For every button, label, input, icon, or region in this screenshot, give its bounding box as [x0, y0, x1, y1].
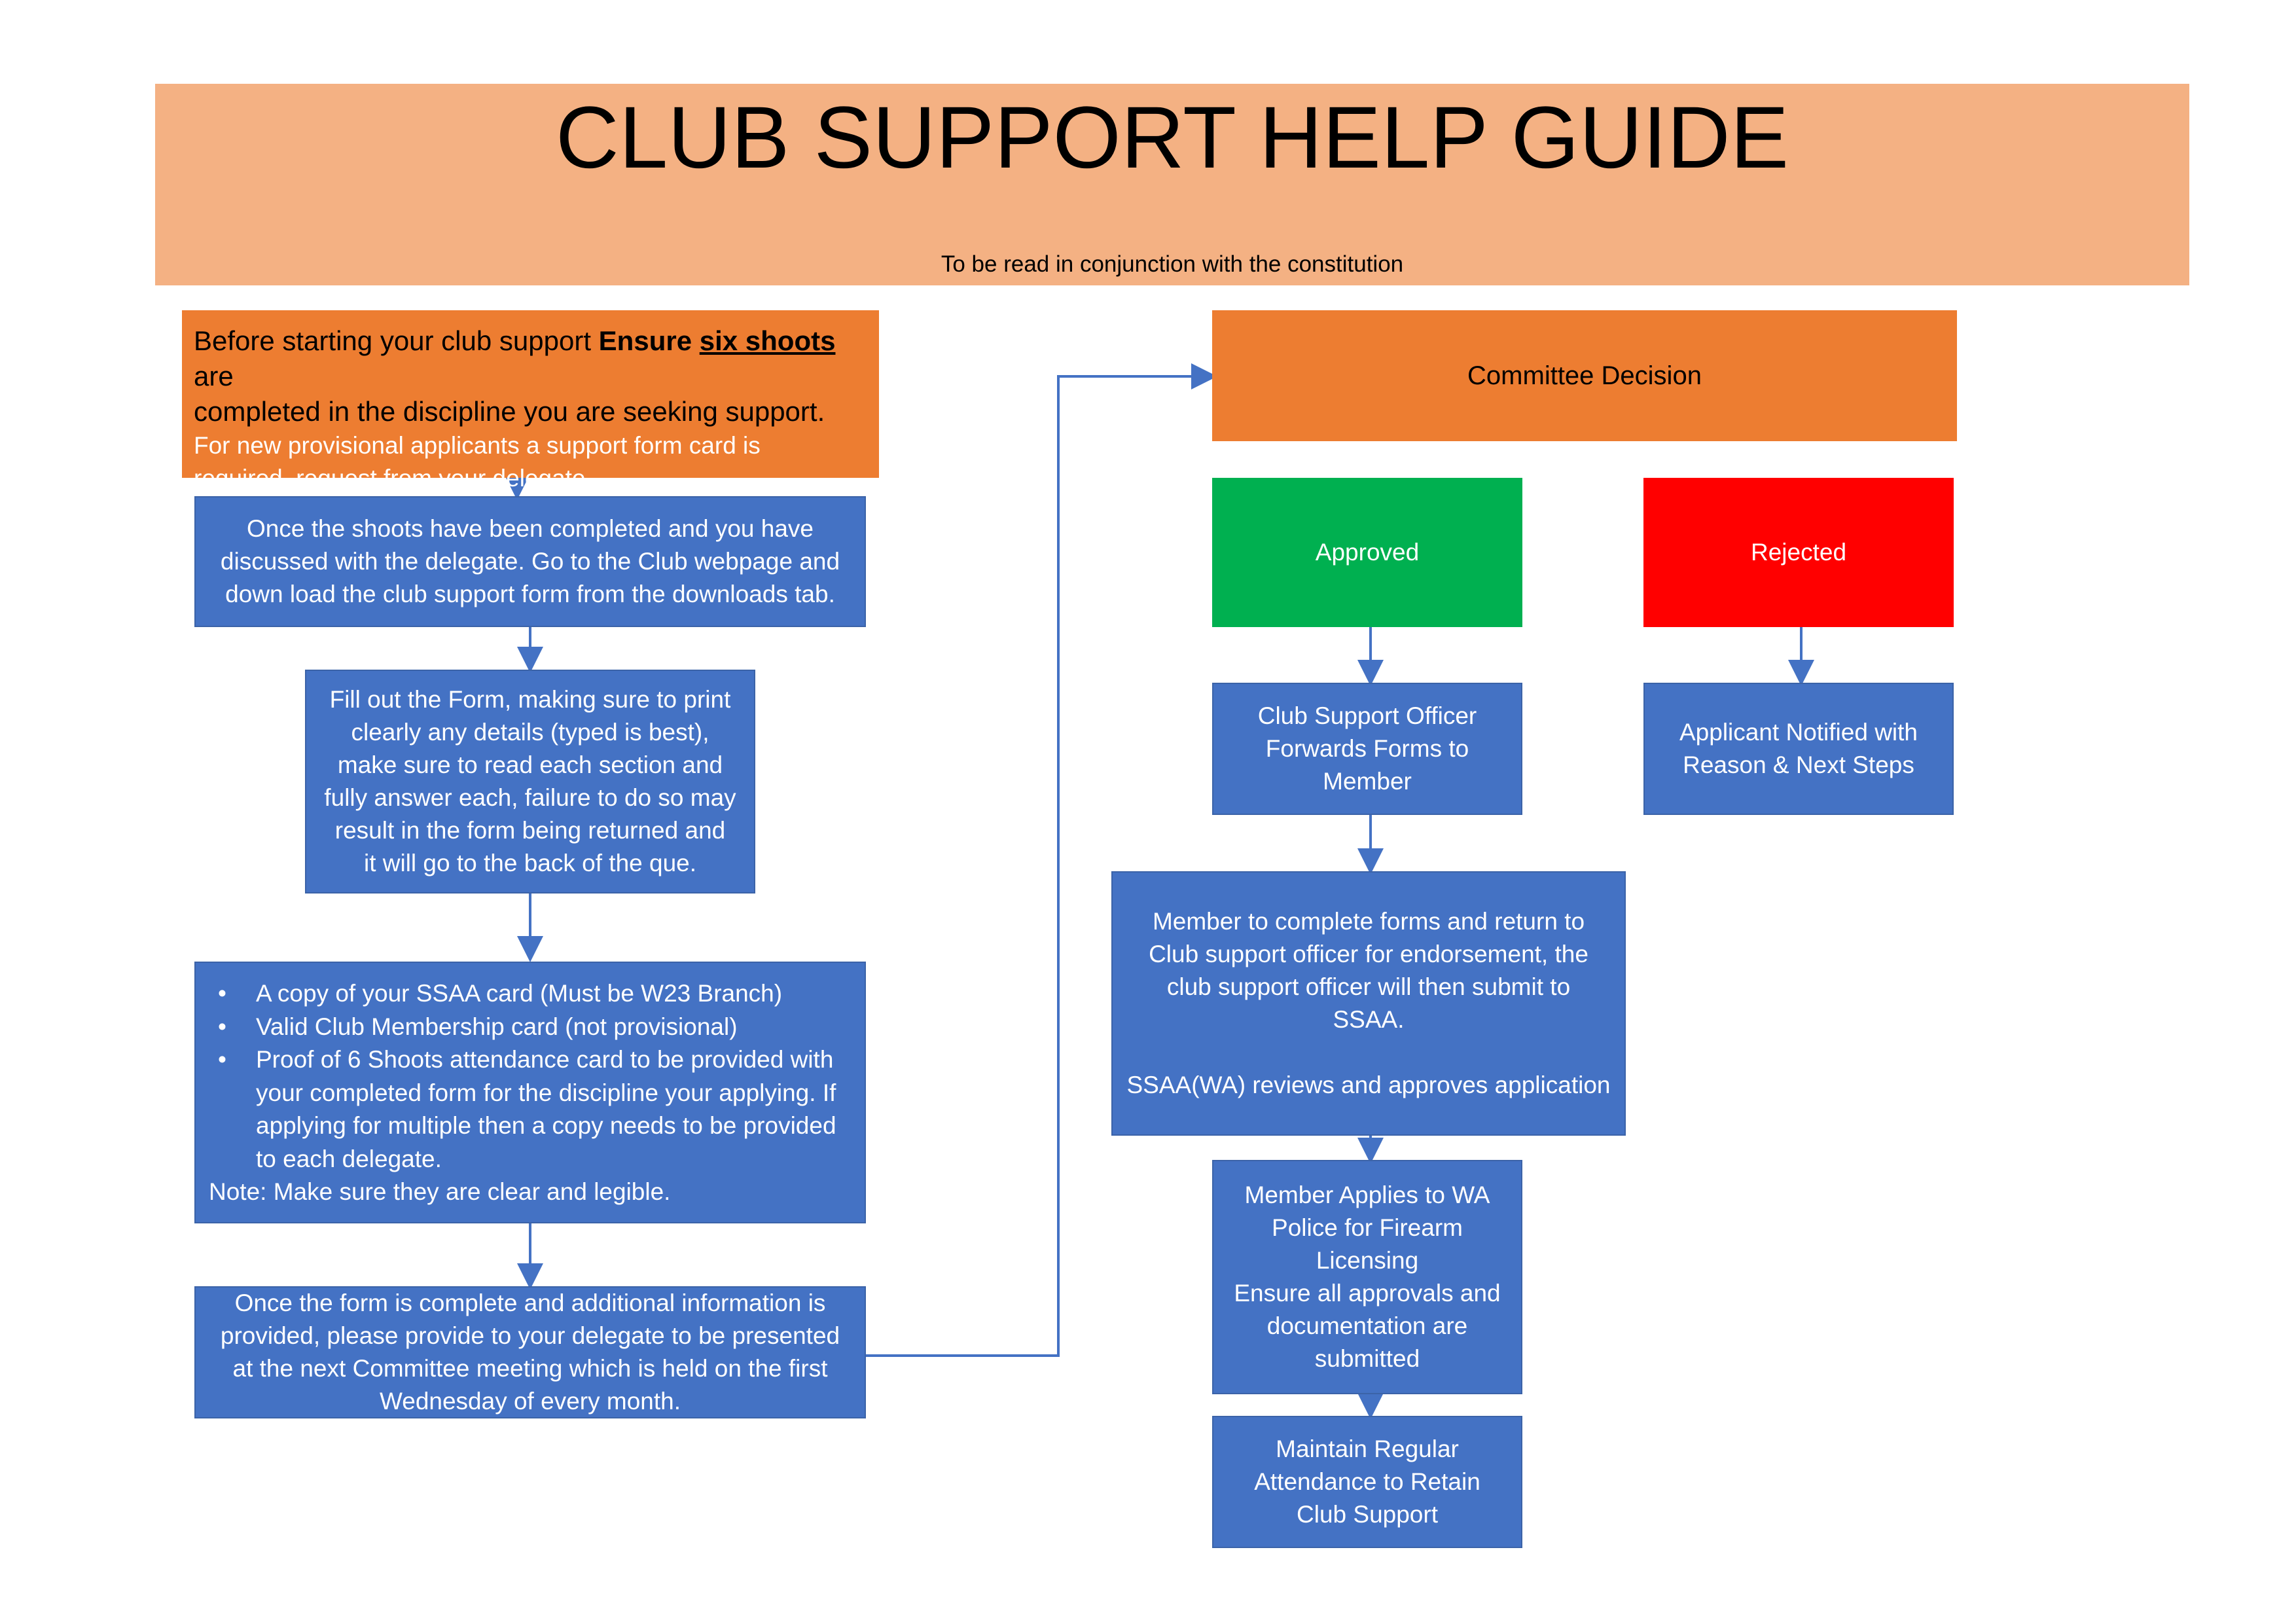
submit-line: at the next Committee meeting which is h… — [232, 1355, 828, 1382]
police-line: Licensing — [1316, 1247, 1419, 1274]
intro-step: Before starting your club support Ensure… — [182, 310, 879, 492]
intro-ensure: Ensure — [598, 325, 692, 356]
fill-form-line: make sure to read each section and — [337, 751, 723, 778]
approved-label: Approved — [1315, 539, 1420, 566]
forward-line: Forwards Forms to — [1265, 735, 1469, 762]
bullet-icon: • — [218, 1013, 226, 1040]
page-subtitle: To be read in conjunction with the const… — [941, 251, 1404, 277]
maintain-attendance-step: Maintain Regular Attendance to Retain Cl… — [1212, 1416, 1522, 1548]
requirement-item: •Proof of 6 Shoots attendance card to be… — [209, 1043, 852, 1176]
forward-forms-step: Club Support Officer Forwards Forms to M… — [1212, 683, 1522, 815]
police-line: Ensure all approvals and — [1234, 1280, 1501, 1307]
member-complete-line: club support officer will then submit to — [1166, 973, 1571, 1000]
submit-to-delegate-step: Once the form is complete and additional… — [194, 1286, 866, 1418]
rejected-label: Rejected — [1750, 539, 1847, 566]
download-form-step: Once the shoots have been completed and … — [194, 496, 866, 627]
guide-header: CLUB SUPPORT HELP GUIDE To be read in co… — [155, 84, 2189, 285]
forward-line: Club Support Officer — [1257, 702, 1477, 729]
police-line: documentation are — [1266, 1312, 1468, 1339]
maintain-line: Club Support — [1297, 1501, 1438, 1528]
page-title: CLUB SUPPORT HELP GUIDE — [555, 89, 1789, 187]
arrow-submit-to-committee — [866, 363, 1217, 1357]
intro-are: are — [194, 361, 234, 391]
member-complete-line: Member to complete forms and return to — [1152, 908, 1585, 935]
member-complete-step: Member to complete forms and return to C… — [1111, 871, 1626, 1136]
notified-line: Reason & Next Steps — [1683, 751, 1914, 778]
fill-form-line: fully answer each, failure to do so may — [324, 784, 736, 811]
fill-form-step: Fill out the Form, making sure to print … — [305, 670, 755, 893]
rejected-box: Rejected — [1643, 478, 1954, 627]
bullet-icon: • — [218, 980, 226, 1007]
requirements-note: Note: Make sure they are clear and legib… — [209, 1178, 671, 1205]
submit-line: Wednesday of every month. — [379, 1388, 681, 1415]
approved-box: Approved — [1212, 478, 1522, 627]
fill-form-line: Fill out the Form, making sure to print — [329, 686, 731, 713]
requirements-step: •A copy of your SSAA card (Must be W23 B… — [194, 962, 866, 1223]
member-complete-line: SSAA(WA) reviews and approves applicatio… — [1126, 1072, 1611, 1098]
fill-form-line: it will go to the back of the que. — [363, 850, 697, 876]
intro-sub2: required, request from your delegate . — [194, 465, 600, 492]
intro-line2: completed in the discipline you are seek… — [194, 396, 825, 427]
police-line: submitted — [1314, 1345, 1420, 1372]
download-line: discussed with the delegate. Go to the C… — [220, 548, 840, 575]
police-line: Police for Firearm — [1272, 1214, 1463, 1241]
bullet-icon: • — [218, 1046, 226, 1073]
maintain-line: Attendance to Retain — [1254, 1468, 1480, 1495]
applicant-notified-step: Applicant Notified with Reason & Next St… — [1643, 683, 1954, 815]
member-complete-line: Club support officer for endorsement, th… — [1149, 941, 1588, 967]
download-line: Once the shoots have been completed and … — [247, 515, 814, 542]
submit-line: provided, please provide to your delegat… — [220, 1322, 840, 1349]
download-line: down load the club support form from the… — [225, 581, 835, 607]
committee-decision-label: Committee Decision — [1467, 361, 1702, 390]
maintain-line: Maintain Regular — [1276, 1435, 1459, 1462]
intro-sub1: For new provisional applicants a support… — [194, 432, 761, 459]
submit-line: Once the form is complete and additional… — [234, 1290, 826, 1316]
fill-form-line: result in the form being returned and — [334, 817, 726, 844]
police-licensing-step: Member Applies to WA Police for Firearm … — [1212, 1160, 1522, 1394]
police-line: Member Applies to WA — [1244, 1182, 1490, 1208]
intro-prefix: Before starting your club support — [194, 325, 599, 356]
forward-line: Member — [1323, 768, 1412, 795]
committee-decision-box: Committee Decision — [1212, 310, 1957, 441]
notified-line: Applicant Notified with — [1679, 719, 1918, 746]
requirement-item: •A copy of your SSAA card (Must be W23 B… — [209, 977, 852, 1011]
member-complete-line: SSAA. — [1333, 1006, 1405, 1033]
fill-form-line: clearly any details (typed is best), — [351, 719, 709, 746]
requirements-list: •A copy of your SSAA card (Must be W23 B… — [209, 977, 852, 1176]
requirement-item: •Valid Club Membership card (not provisi… — [209, 1011, 852, 1044]
intro-six-shoots: six shoots — [699, 325, 836, 356]
